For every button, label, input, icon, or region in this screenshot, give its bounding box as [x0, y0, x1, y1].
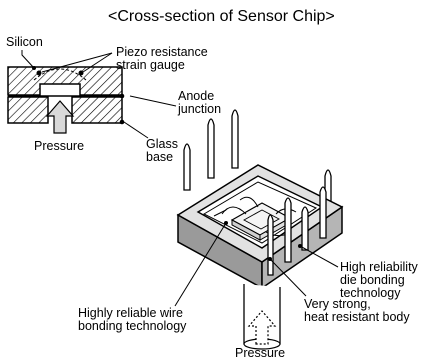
silicon-layer [7, 66, 123, 96]
pressure-arrow-small [45, 100, 75, 134]
pressure-port [243, 284, 281, 350]
glass-base [7, 95, 123, 124]
pin-front-3 [301, 206, 309, 251]
pin-back-1 [183, 143, 191, 191]
label-piezo-gauge: Piezo resistance strain gauge [116, 45, 208, 72]
pin-back-2 [207, 118, 215, 179]
pressure-arrow-large [247, 310, 277, 345]
diagram-title: <Cross-section of Sensor Chip> [108, 8, 335, 25]
label-heat-resistant-body: Very strong, heat resistant body [304, 297, 410, 324]
label-wire-bonding: Highly reliable wire bonding technology [78, 306, 187, 333]
pin-front-4 [319, 186, 327, 239]
label-silicon: Silicon [6, 35, 43, 49]
label-pressure-large: Pressure [235, 346, 286, 360]
pin-front-1 [267, 214, 274, 276]
pin-front-2 [284, 197, 292, 263]
label-anode-junction: Anode junction [178, 89, 222, 116]
label-die-bonding: High reliability die bonding technology [340, 260, 418, 300]
pin-back-3 [231, 109, 239, 169]
cross-section-drawing [7, 50, 177, 139]
label-pressure-small: Pressure [34, 139, 85, 153]
package-drawing [174, 109, 344, 350]
label-glass-base: Glass base [146, 137, 178, 164]
